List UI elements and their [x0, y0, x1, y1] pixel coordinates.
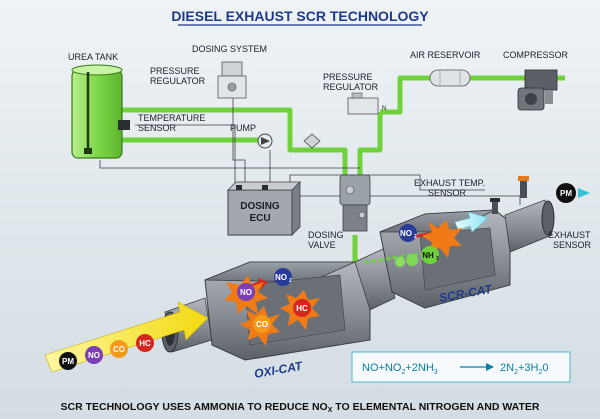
air-reservoir	[429, 69, 471, 87]
page-title: DIESEL EXHAUST SCR TECHNOLOGY	[171, 8, 429, 24]
sensor-wires	[99, 92, 521, 205]
molecule-hc-oxi: HC	[293, 299, 311, 317]
urea-tank-label: UREA TANK	[68, 52, 118, 62]
pressure-regulator-1-label-1: PRESSURE	[150, 66, 200, 76]
equation-right: 2N2+3H20	[500, 362, 549, 376]
svg-text:NO: NO	[400, 229, 412, 238]
molecule-no2-scr: NO 2	[399, 224, 417, 242]
pump-icon	[257, 133, 273, 149]
exhaust-temp-sensor-icon	[490, 198, 500, 214]
svg-text:CO: CO	[113, 345, 125, 354]
pressure-regulator-1	[217, 61, 247, 99]
molecule-pm-in: PM	[59, 352, 77, 370]
dosing-system-label: DOSING SYSTEM	[192, 44, 267, 54]
exhaust-outlet-pipe	[504, 199, 555, 253]
molecule-no2-oxi: NO 2	[274, 268, 292, 286]
molecule-pm-out: PM	[556, 183, 576, 203]
pressure-regulator-2-label-1: PRESSURE	[323, 72, 373, 82]
exhaust-sensor-label-2: SENSOR	[553, 240, 592, 250]
air-regulator-line	[357, 112, 383, 175]
svg-text:PM: PM	[62, 357, 74, 366]
dosing-valve-label-1: DOSING	[308, 230, 344, 240]
svg-text:NO: NO	[88, 351, 100, 360]
compressor	[517, 69, 558, 111]
exhaust-temp-sensor-label-1: EXHAUST TEMP.	[414, 178, 485, 188]
svg-text:3: 3	[436, 256, 439, 262]
pressure-regulator-2-label-2: REGULATOR	[323, 82, 379, 92]
urea-tank	[71, 64, 130, 159]
air-reservoir-label: AIR RESERVOIR	[410, 50, 481, 60]
molecule-co-in: CO	[110, 340, 128, 358]
equation-left: NO+NO2+2NH3	[362, 362, 438, 376]
pressure-regulator-2: N	[347, 92, 386, 115]
molecule-hc-in: HC	[136, 334, 154, 352]
svg-text:HC: HC	[139, 339, 151, 348]
temperature-sensor-label-2: SENSOR	[138, 123, 177, 133]
svg-text:HC: HC	[296, 304, 308, 313]
exhaust-sensor-label-1: EXHAUST	[548, 230, 591, 240]
pump-label: PUMP	[230, 123, 256, 133]
molecule-no-oxi: NO	[237, 283, 255, 301]
temperature-sensor-icon	[118, 120, 130, 130]
svg-text:2: 2	[289, 278, 292, 284]
dosing-ecu-label-2: ECU	[249, 213, 270, 224]
svg-text:2: 2	[414, 234, 417, 240]
dosing-valve	[339, 174, 371, 232]
svg-text:NO: NO	[240, 288, 252, 297]
dosing-ecu-label-1: DOSING	[240, 201, 280, 212]
footer-caption: SCR TECHNOLOGY USES AMMONIA TO REDUCE NO…	[61, 401, 540, 414]
compressor-label: COMPRESSOR	[503, 50, 569, 60]
exhaust-sensor-icon	[518, 176, 529, 198]
svg-text:N: N	[382, 106, 386, 112]
exhaust-neck	[354, 247, 396, 311]
svg-text:PM: PM	[560, 189, 572, 198]
equation-box: NO+NO2+2NH3 2N2+3H20	[351, 351, 571, 383]
svg-text:CO: CO	[256, 320, 268, 329]
molecule-no-in: NO	[85, 346, 103, 364]
temperature-sensor-label-1: TEMPERATURE	[138, 113, 205, 123]
outflow-arrow-icon	[578, 188, 590, 198]
urea-spray	[364, 252, 421, 264]
molecule-co-oxi: CO	[253, 315, 271, 333]
svg-text:NH: NH	[422, 251, 434, 260]
filter-icon	[303, 133, 321, 149]
air-supply-line	[380, 75, 565, 115]
exhaust-temp-sensor-label-2: SENSOR	[428, 188, 467, 198]
molecule-nh3-scr: NH 3	[395, 246, 439, 267]
dosing-valve-label-2: VALVE	[308, 240, 336, 250]
svg-text:NO: NO	[275, 273, 287, 282]
dosing-ecu	[227, 181, 301, 236]
pressure-regulator-1-label-2: REGULATOR	[150, 76, 206, 86]
